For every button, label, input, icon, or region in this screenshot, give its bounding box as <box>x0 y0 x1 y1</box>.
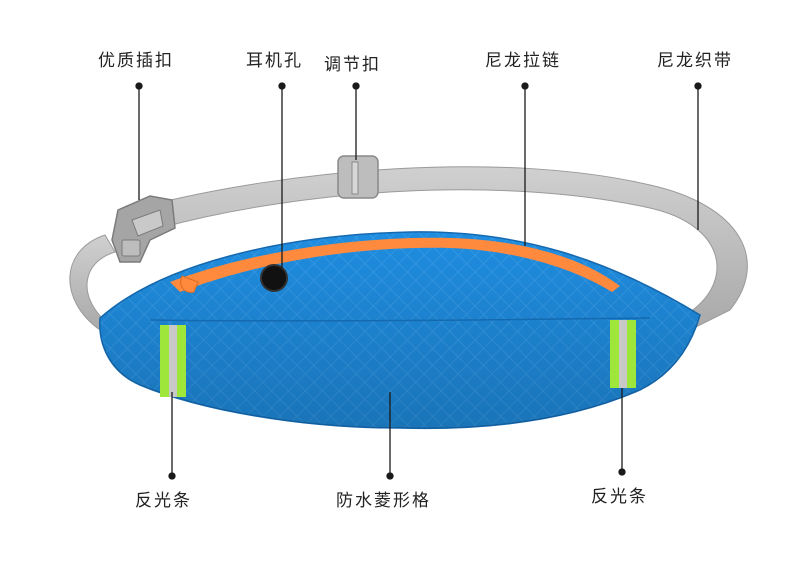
waist-bag <box>99 231 701 430</box>
adjust-buckle-icon <box>337 155 379 199</box>
buckle-icon <box>111 195 176 263</box>
label-reflective-left: 反光条 <box>135 491 192 511</box>
reflective-strip-right <box>610 320 636 388</box>
label-nylon-strap: 尼龙织带 <box>657 51 733 71</box>
label-reflective-right: 反光条 <box>591 487 648 507</box>
label-waterproof-fabric: 防水菱形格 <box>336 491 431 511</box>
reflective-strip-left <box>160 325 186 397</box>
nylon-zipper <box>170 237 620 292</box>
label-nylon-zipper: 尼龙拉链 <box>485 51 561 71</box>
label-buckle: 优质插扣 <box>98 51 174 71</box>
label-earphone-hole: 耳机孔 <box>246 51 303 71</box>
callout-lines <box>135 82 702 480</box>
earphone-hole-icon <box>260 264 288 292</box>
label-adjust-buckle: 调节扣 <box>324 55 381 75</box>
